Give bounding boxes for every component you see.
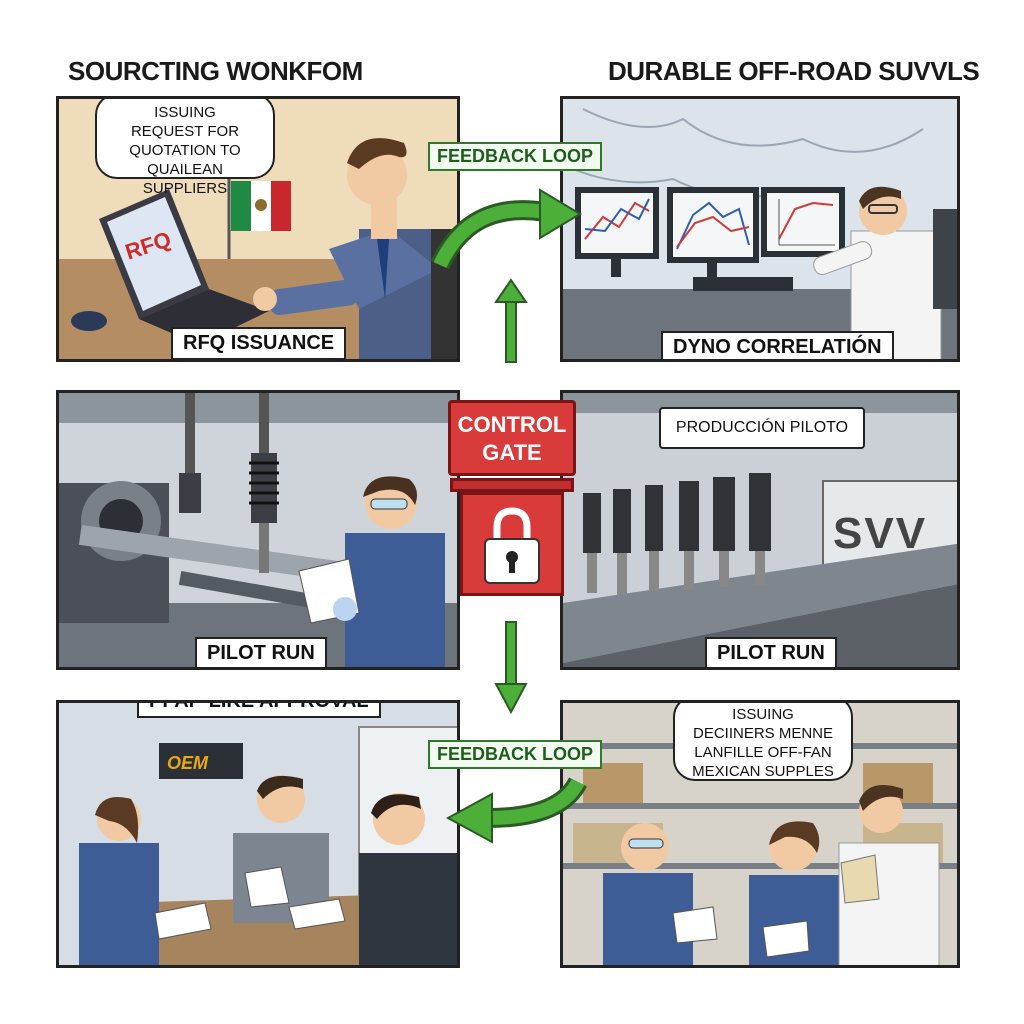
pilot-left-scene: [59, 393, 457, 667]
warehouse-bubble-line-4: MEXICAN SUPPLES: [692, 763, 834, 780]
panel-ppap-approval: OEM PPAP-LIKE APPROVAL: [56, 700, 460, 968]
shock-absorber-icon: [179, 393, 201, 513]
panel-pilot-run-right: SVV PRODUCCIÓN PILOTO PILOT RUN: [560, 390, 960, 670]
warehouse-bubble-line-1: ISSUING: [732, 706, 794, 723]
man-figure: [288, 793, 457, 965]
label-rfq-issuance: RFQ ISSUANCE: [171, 327, 347, 359]
engineer-figure: [838, 785, 940, 965]
monitor-icon: [667, 187, 759, 279]
panel-warehouse: ISSUING DECIINERS MENNE LANFILLE OFF-FAN…: [560, 700, 960, 968]
wall-logo-text: SVV: [833, 509, 928, 558]
feedback-arrow-top-icon: [430, 188, 582, 270]
control-gate: CONTROL GATE: [448, 400, 576, 596]
title-left: SOURCTING WONKFOM: [68, 56, 363, 86]
rfq-speech-bubble: ISSUING REQUEST FOR QUOTATION TO QUAILEA…: [95, 99, 275, 197]
sign-text: PRODUCCIÓN PILOTO: [675, 419, 849, 436]
test-machine-icon: [59, 481, 340, 623]
feedback-arrow-bottom-icon: [445, 776, 587, 844]
panel-rfq-issuance: ISSUING REQUEST FOR QUOTATION TO QUAILEA…: [56, 96, 460, 362]
label-pilot-run-right: PILOT RUN: [705, 637, 837, 667]
rfq-bubble-line-3: QUOTATION TO: [129, 142, 241, 159]
panel-pilot-run-left: PILOT RUN: [56, 390, 460, 670]
shock-absorber-row: [583, 473, 771, 595]
woman-figure: [79, 797, 159, 965]
feedback-loop-label-bottom: FEEDBACK LOOP: [428, 740, 603, 769]
title-right: DURABLE OFF-ROAD SUVVLS: [608, 56, 980, 86]
rfq-bubble-line-2: REQUEST FOR: [130, 123, 240, 140]
worker-figure: [749, 821, 839, 965]
oem-screen-text: OEM: [167, 753, 209, 773]
control-gate-line-2: GATE: [482, 440, 542, 465]
label-pilot-run-left: PILOT RUN: [195, 637, 327, 667]
warehouse-bubble-line-3: LANFILLE OFF-FAN: [694, 744, 832, 761]
label-dyno-correlation: DYNO CORRELATIÓN: [661, 331, 894, 359]
rfq-bubble-line-4: QUAILEAN SUPPLIERS: [142, 161, 228, 197]
control-gate-body: [460, 492, 564, 596]
down-arrow-icon: [494, 621, 528, 715]
up-arrow-icon: [494, 278, 528, 363]
feedback-loop-label-top: FEEDBACK LOOP: [428, 142, 603, 171]
padlock-icon: [484, 507, 540, 584]
label-ppap-approval: PPAP-LIKE APPROVAL: [137, 703, 381, 718]
dyno-scene: [563, 99, 957, 359]
monitor-icon: [575, 187, 659, 277]
technician-figure: [298, 476, 445, 667]
warehouse-speech-bubble: ISSUING DECIINERS MENNE LANFILLE OFF-FAN…: [673, 703, 853, 781]
ppap-scene: [59, 703, 457, 965]
sign-produccion-piloto: PRODUCCIÓN PILOTO: [659, 407, 865, 449]
monitor-icon: [761, 187, 845, 257]
control-gate-line-1: CONTROL: [457, 412, 567, 437]
control-gate-sign: CONTROL GATE: [448, 400, 576, 476]
worker-figure: [603, 823, 718, 965]
panel-dyno-correlation: DYNO CORRELATIÓN: [560, 96, 960, 362]
warehouse-bubble-line-2: DECIINERS MENNE: [692, 725, 834, 742]
mexico-flag-icon: [227, 177, 291, 259]
man-figure: [233, 775, 329, 923]
rfq-bubble-line-1: ISSUING: [154, 104, 216, 121]
shock-absorber-icon: [249, 393, 279, 573]
